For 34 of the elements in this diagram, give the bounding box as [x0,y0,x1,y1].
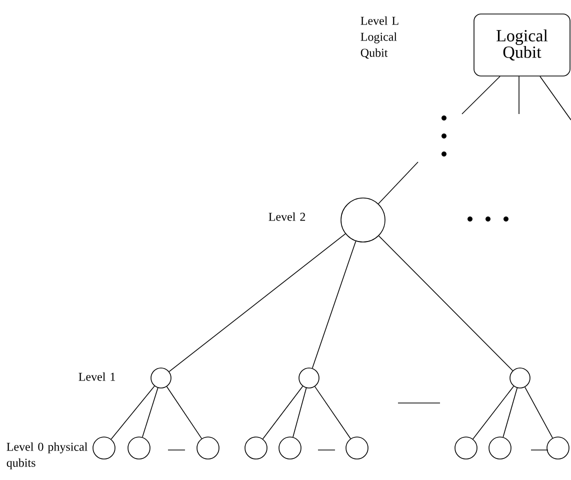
level-label: Level 0 physical qubits [6,442,88,470]
tree-line [378,162,418,204]
qubit-circle [128,436,150,460]
qubit-circle [244,436,268,460]
qubit-circle [298,368,320,388]
tree-line [312,240,356,369]
qubit-circle [278,436,302,460]
tree-line [518,76,520,114]
qubit-circle [340,198,386,242]
qubit-circle [92,436,116,460]
tree-line [166,386,202,439]
tree-line [110,386,155,440]
tree-line [524,386,553,438]
tree-line [142,388,158,438]
level-label: Level 1 [78,372,115,381]
qubit-circle [488,436,512,460]
tree-line [292,388,307,438]
tree-line [378,235,514,372]
tree-line [472,386,514,440]
qubit-circle [546,436,570,460]
tree-line [314,386,351,439]
qubit-circle [346,436,368,460]
tree-line [540,76,571,120]
tree-line [262,386,304,440]
qubit-circle [454,436,478,460]
tree-line [462,76,500,114]
logical-qubit-box: Logical Qubit [474,14,570,76]
qubit-circle [510,368,530,388]
qubit-circle [196,436,220,460]
qubit-circle [150,368,172,388]
tree-line [168,233,346,372]
tree-line [502,388,518,438]
level-label: Level 2 [268,212,306,221]
level-label: Level L Logical Qubit [360,16,398,59]
